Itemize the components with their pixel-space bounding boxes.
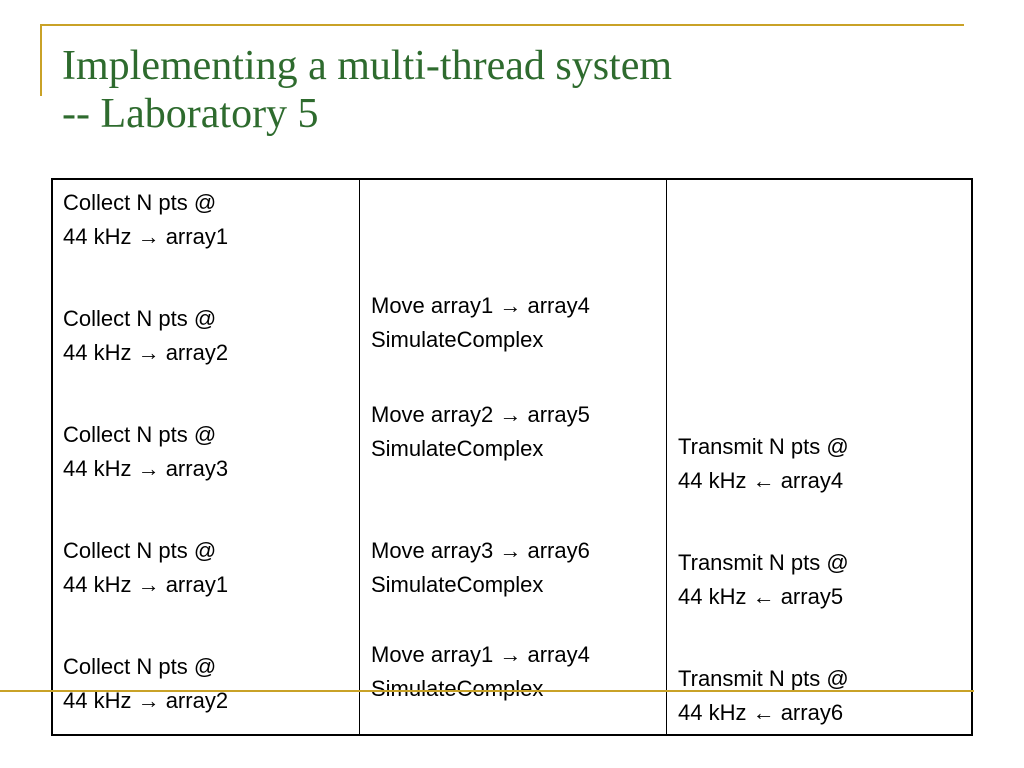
decorative-bottom-line: [0, 690, 974, 692]
decorative-top-line: [40, 24, 964, 26]
move-cell-line-1: Move array2 → array5: [371, 402, 590, 427]
transmit-cell-line-2: 44 kHz ← array4: [678, 468, 844, 493]
move-column: Move array1 → array4 SimulateComplex Mov…: [360, 180, 667, 734]
transmit-cell-line-1: Transmit N pts @: [678, 434, 849, 459]
move-cell: Move array3 → array6 SimulateComplex: [371, 534, 590, 602]
thread-timing-table: Collect N pts @ 44 kHz → array1 Collect …: [51, 178, 973, 736]
move-cell-line-2: SimulateComplex: [371, 676, 544, 701]
collect-cell: Collect N pts @ 44 kHz → array3: [63, 418, 228, 486]
title-line-1: Implementing a multi-thread system: [62, 43, 673, 89]
decorative-left-line: [40, 24, 42, 96]
collect-cell-line-2: 44 kHz → array2: [63, 688, 229, 713]
move-cell-line-2: SimulateComplex: [371, 327, 544, 352]
title-line-2: -- Laboratory 5: [62, 91, 319, 137]
move-cell-line-1: Move array1 → array4: [371, 293, 590, 318]
slide-title: Implementing a multi-thread system -- La…: [62, 42, 672, 138]
collect-cell: Collect N pts @ 44 kHz → array1: [63, 186, 228, 254]
transmit-cell-line-2: 44 kHz ← array6: [678, 700, 844, 725]
move-cell-line-2: SimulateComplex: [371, 436, 544, 461]
collect-cell-line-1: Collect N pts @: [63, 190, 217, 215]
transmit-cell-line-1: Transmit N pts @: [678, 550, 849, 575]
collect-cell: Collect N pts @ 44 kHz → array1: [63, 534, 228, 602]
collect-column: Collect N pts @ 44 kHz → array1 Collect …: [53, 180, 360, 734]
transmit-cell-line-2: 44 kHz ← array5: [678, 584, 844, 609]
collect-cell-line-2: 44 kHz → array1: [63, 572, 229, 597]
collect-cell-line-1: Collect N pts @: [63, 538, 217, 563]
move-cell-line-2: SimulateComplex: [371, 572, 544, 597]
transmit-cell: Transmit N pts @ 44 kHz ← array5: [678, 546, 849, 614]
move-cell: Move array1 → array4 SimulateComplex: [371, 638, 590, 706]
collect-cell-line-2: 44 kHz → array2: [63, 340, 229, 365]
collect-cell-line-2: 44 kHz → array3: [63, 456, 229, 481]
collect-cell: Collect N pts @ 44 kHz → array2: [63, 650, 228, 718]
transmit-cell: Transmit N pts @ 44 kHz ← array6: [678, 662, 849, 730]
collect-cell-line-2: 44 kHz → array1: [63, 224, 229, 249]
move-cell: Move array2 → array5 SimulateComplex: [371, 398, 590, 466]
move-cell-line-1: Move array1 → array4: [371, 642, 590, 667]
collect-cell: Collect N pts @ 44 kHz → array2: [63, 302, 228, 370]
transmit-cell: Transmit N pts @ 44 kHz ← array4: [678, 430, 849, 498]
move-cell: Move array1 → array4 SimulateComplex: [371, 289, 590, 357]
move-cell-line-1: Move array3 → array6: [371, 538, 590, 563]
transmit-column: Transmit N pts @ 44 kHz ← array4 Transmi…: [667, 180, 971, 734]
collect-cell-line-1: Collect N pts @: [63, 306, 217, 331]
transmit-cell-line-1: Transmit N pts @: [678, 666, 849, 691]
collect-cell-line-1: Collect N pts @: [63, 654, 217, 679]
collect-cell-line-1: Collect N pts @: [63, 422, 217, 447]
